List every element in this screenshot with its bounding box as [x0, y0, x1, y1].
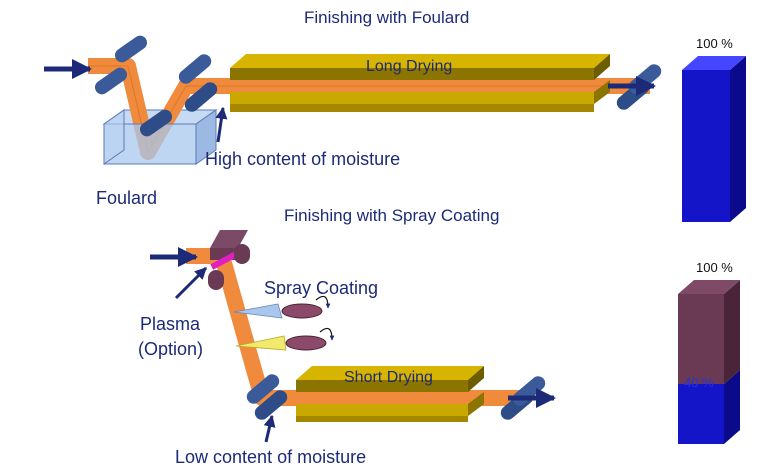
- long-drying-label: Long Drying: [366, 58, 453, 75]
- moisture-bar-bottom-upper-side: [724, 280, 740, 384]
- roller-icon: [208, 270, 224, 290]
- foulard-label: Foulard: [96, 188, 158, 208]
- pointer-arrow-icon: [263, 414, 276, 443]
- moisture-bar-top: [682, 56, 746, 222]
- spray-nozzle-2: [235, 327, 335, 351]
- high-moisture-note: High content of moisture: [205, 149, 401, 169]
- roller-icon: [234, 244, 250, 264]
- top-bar-percent-label: 100 %: [696, 36, 733, 51]
- roller-icon: [114, 35, 148, 63]
- fabric-strip-bottom: [186, 248, 520, 406]
- roller-icon: [254, 390, 288, 420]
- plasma-pointer-arrow-icon: [174, 266, 208, 300]
- top-process-title: Finishing with Foulard: [304, 8, 470, 27]
- moisture-bar-bottom-top: [678, 280, 740, 294]
- spray-coating-label: Spray Coating: [264, 278, 379, 298]
- roller-icon: [94, 67, 128, 95]
- low-moisture-note: Low content of moisture: [175, 447, 367, 467]
- moisture-bar-bottom: [678, 280, 740, 444]
- bottom-bar-total-label: 100 %: [696, 260, 733, 275]
- spray-line: [150, 230, 556, 443]
- foulard-line: [44, 35, 662, 165]
- short-drying-label: Short Drying: [344, 369, 433, 386]
- long-dryer: [230, 54, 610, 112]
- pointer-arrow-icon: [215, 106, 228, 143]
- bottom-process-title: Finishing with Spray Coating: [284, 206, 500, 225]
- plasma-band: [210, 250, 240, 270]
- plasma-unit: [208, 230, 250, 290]
- bottom-bar-share-label: 40 %: [684, 375, 714, 390]
- plasma-label: Plasma: [140, 314, 201, 334]
- moisture-bar-bottom-lower: [678, 384, 724, 444]
- moisture-bar-bottom-upper: [678, 294, 724, 384]
- roller-icon: [139, 109, 173, 137]
- roller-icon: [184, 82, 218, 112]
- roller-icon: [178, 54, 212, 84]
- plasma-option-label: (Option): [138, 339, 204, 359]
- moisture-bar-bottom-lower-side: [724, 370, 740, 444]
- roller-icon: [246, 374, 280, 404]
- spray-nozzle-1: [233, 295, 331, 319]
- short-dryer: [296, 366, 484, 422]
